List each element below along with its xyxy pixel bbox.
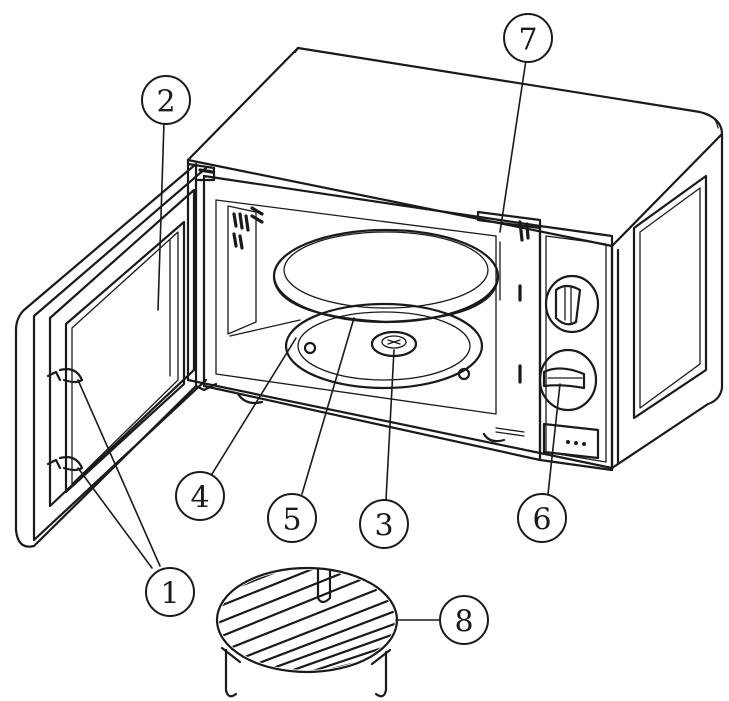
grill-rack: [215, 566, 399, 698]
leader-3: [385, 349, 395, 501]
power-knob: [544, 274, 600, 334]
callout-5: 5: [267, 493, 317, 543]
callout-8: 8: [439, 595, 489, 645]
control-panel: [495, 224, 614, 472]
callout-6: 6: [517, 493, 567, 543]
glass-tray: [272, 228, 500, 324]
callout-8-label: 8: [454, 605, 473, 640]
callout-2: 2: [141, 75, 191, 125]
door-latches: [46, 368, 84, 472]
left-wall-vents: [232, 206, 264, 250]
callout-3: 3: [359, 499, 409, 549]
microwave-door: [14, 162, 218, 548]
roller-ring: [284, 302, 484, 390]
leader-1b: [77, 467, 153, 569]
leader-1a: [77, 379, 161, 567]
control-display: [542, 422, 600, 460]
leader-6: [547, 383, 561, 495]
callout-1: 1: [145, 567, 195, 617]
leader-7: [499, 59, 527, 233]
microwave-body: [186, 46, 724, 472]
callout-6-label: 6: [532, 503, 551, 538]
leader-5: [301, 317, 355, 495]
callout-2-label: 2: [156, 85, 175, 120]
callout-1-label: 1: [160, 577, 179, 612]
leader-4: [211, 337, 297, 475]
callout-3-label: 3: [374, 509, 393, 544]
timer-knob: [538, 348, 598, 412]
callout-4-label: 4: [190, 481, 209, 516]
leader-2: [157, 121, 165, 311]
callout-4: 4: [175, 471, 225, 521]
callout-7-label: 7: [518, 23, 537, 58]
leader-lines: [77, 59, 561, 621]
callout-7: 7: [503, 13, 553, 63]
callout-5-label: 5: [282, 503, 301, 538]
